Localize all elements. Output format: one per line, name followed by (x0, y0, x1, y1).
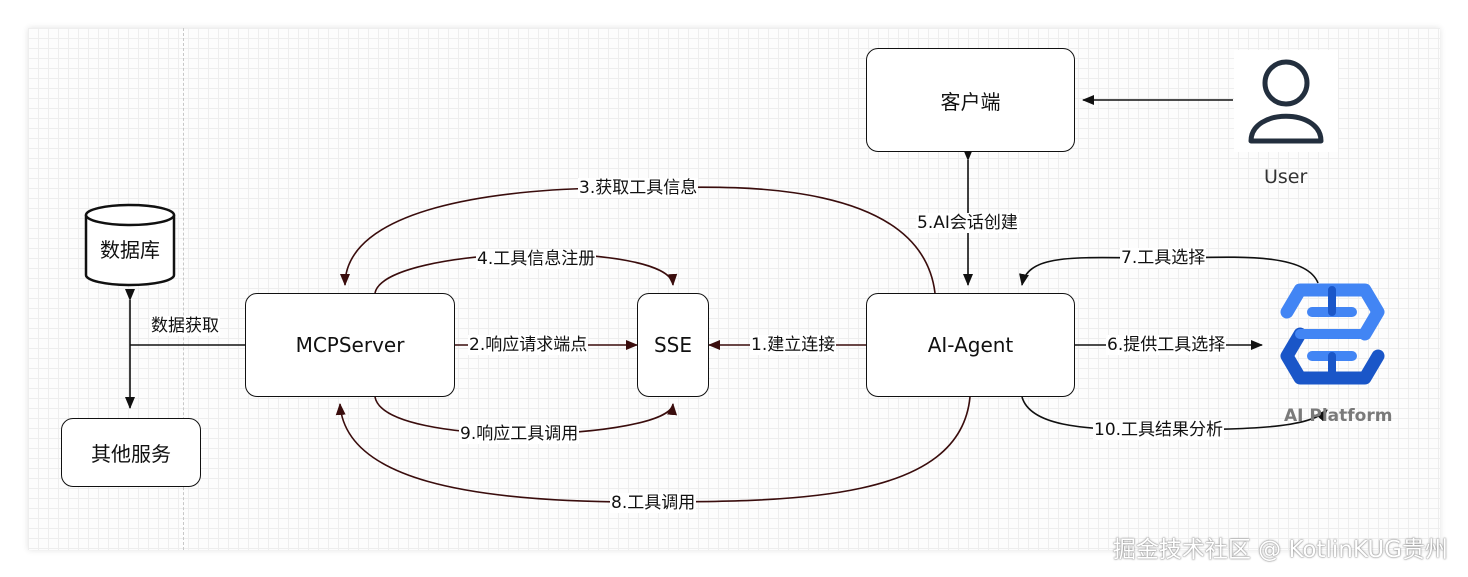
label-e8: 8.工具调用 (610, 493, 697, 513)
edge-3 (340, 186, 936, 294)
watermark: 掘金技术社区 @ KotlinKUG贵州 (1112, 537, 1448, 563)
label-e9: 9.响应工具调用 (459, 424, 580, 444)
label-e1: 1.建立连接 (750, 335, 837, 355)
label-data-fetch: 数据获取 (150, 316, 220, 336)
edge-8 (335, 396, 971, 503)
diagram-canvas (28, 28, 1440, 550)
label-e3: 3.获取工具信息 (578, 178, 699, 198)
database-label: 数据库 (100, 237, 160, 262)
ai-platform-icon (1280, 283, 1385, 385)
label-e4: 4.工具信息注册 (476, 249, 597, 269)
label-e6: 6.提供工具选择 (1106, 335, 1227, 355)
client-node: 客户端 (866, 48, 1075, 152)
label-e7: 7.工具选择 (1120, 248, 1207, 268)
database-icon (84, 203, 176, 287)
other-services-node: 其他服务 (61, 418, 201, 487)
user-icon (1234, 50, 1338, 152)
mcp-server-node: MCPServer (245, 293, 455, 397)
label-e5: 5.AI会话创建 (916, 213, 1019, 233)
label-e10: 10.工具结果分析 (1093, 420, 1225, 440)
sse-node: SSE (637, 293, 709, 397)
guide-line (183, 28, 184, 550)
user-label: User (1264, 166, 1308, 188)
ai-agent-node: AI-Agent (866, 293, 1075, 397)
label-e2: 2.响应请求端点 (468, 335, 589, 355)
ai-platform-label: AI Platform (1284, 406, 1393, 426)
